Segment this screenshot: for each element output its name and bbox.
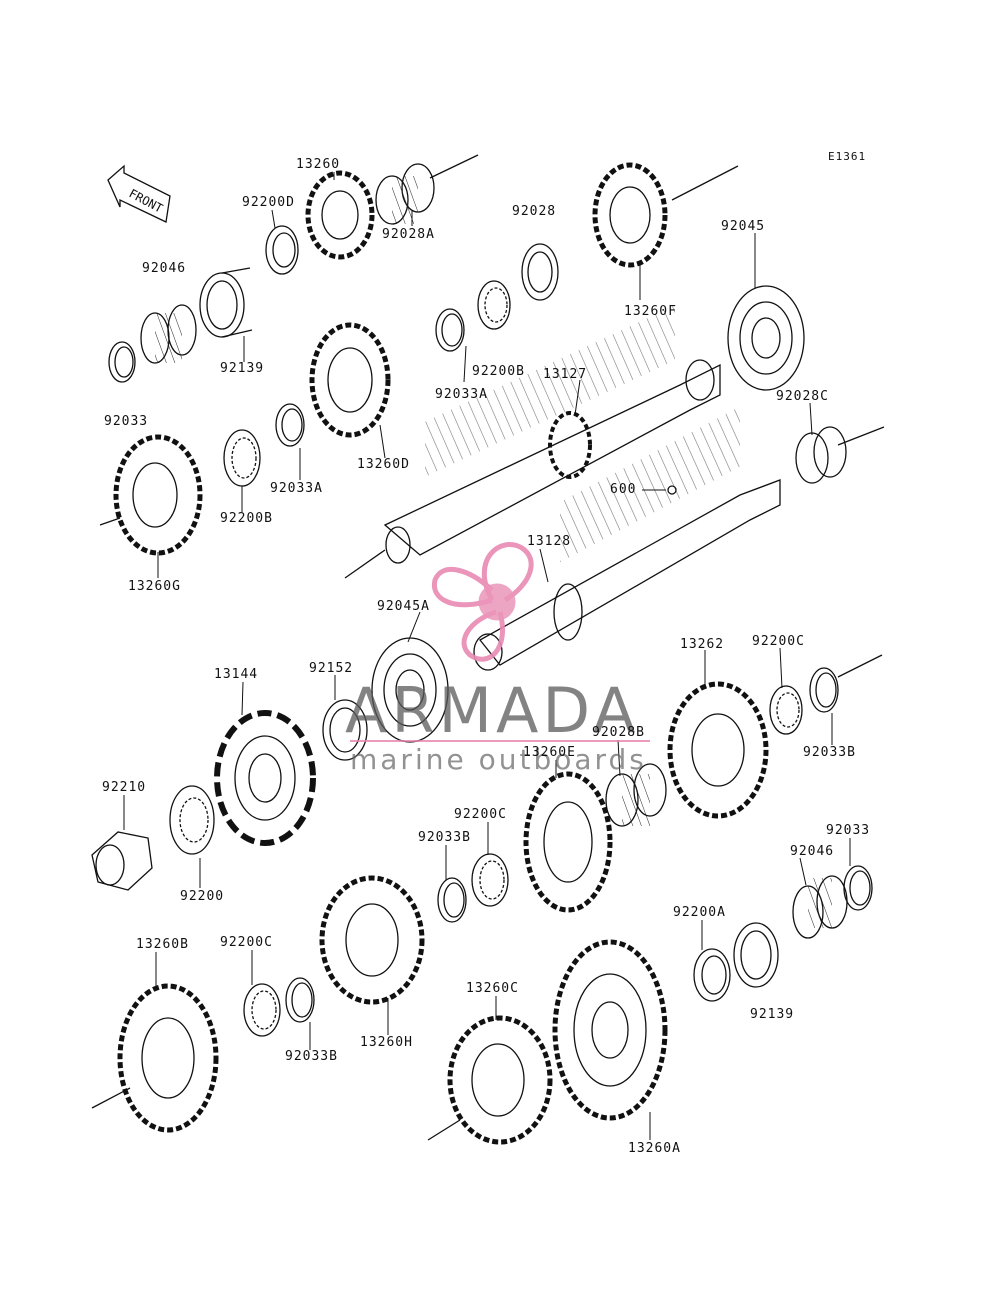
front-arrow-icon: FRONT — [107, 164, 171, 223]
shaft-13128 — [473, 406, 781, 671]
washer-92200A — [693, 948, 731, 1002]
part-label[interactable]: 92033A — [435, 387, 488, 402]
part-label[interactable]: 92033B — [803, 745, 856, 760]
washer-92200D — [265, 225, 299, 275]
part-label[interactable]: 13260F — [624, 304, 677, 319]
part-label[interactable]: 92046 — [142, 261, 187, 276]
part-label[interactable]: 92033 — [104, 414, 149, 429]
washer-92200C-c — [243, 983, 281, 1037]
part-label[interactable]: 92200A — [673, 905, 726, 920]
washer-92200B-b — [223, 429, 261, 487]
washer-92200 — [169, 785, 215, 855]
part-label[interactable]: 13260H — [360, 1035, 413, 1050]
needle-bearing-92028A — [375, 163, 435, 225]
part-label[interactable]: 13260G — [128, 579, 181, 594]
collar-92152 — [322, 699, 368, 761]
part-label[interactable]: 13260D — [357, 457, 410, 472]
part-label[interactable]: 13260 — [296, 157, 341, 172]
part-label[interactable]: 92210 — [102, 780, 147, 795]
circlip-left — [108, 341, 136, 383]
bushing-92028C — [795, 426, 847, 484]
shaft-13127 — [383, 305, 721, 564]
gear-13260G — [113, 434, 203, 556]
part-label[interactable]: 92046 — [790, 844, 835, 859]
circlip-92033B-b — [437, 877, 467, 923]
watermark-accent-bar — [350, 740, 650, 742]
part-label[interactable]: 92139 — [220, 361, 265, 376]
diagram-code: E1361 — [828, 150, 867, 163]
circlip-92033A-b — [435, 308, 465, 352]
gear-13260B — [117, 983, 219, 1133]
part-label[interactable]: 13260C — [466, 981, 519, 996]
bushing-92028 — [521, 243, 559, 301]
gear-13260 — [305, 170, 375, 260]
watermark-title: ARMADA — [345, 674, 640, 747]
part-label[interactable]: 92033A — [270, 481, 323, 496]
nut-92210 — [91, 831, 153, 891]
gear-13260A — [552, 939, 668, 1121]
gear-13260D — [309, 322, 391, 438]
part-label[interactable]: 92033B — [285, 1049, 338, 1064]
needle-bearing-92046 — [140, 304, 197, 364]
part-label[interactable]: 600 — [610, 482, 637, 497]
part-label[interactable]: 92139 — [750, 1007, 795, 1022]
washer-92200C-b — [471, 853, 509, 907]
circlip-92033B-c — [285, 977, 315, 1023]
part-label[interactable]: 92200C — [752, 634, 805, 649]
part-label[interactable]: 13260B — [136, 937, 189, 952]
needle-bearing-92046-b — [792, 875, 848, 939]
part-label[interactable]: 92028 — [512, 204, 557, 219]
part-label[interactable]: 92200C — [220, 935, 273, 950]
part-label[interactable]: 92028C — [776, 389, 829, 404]
part-label[interactable]: 92200B — [220, 511, 273, 526]
part-label[interactable]: 92033B — [418, 830, 471, 845]
part-label[interactable]: 92200C — [454, 807, 507, 822]
part-label[interactable]: 13144 — [214, 667, 259, 682]
part-label[interactable]: 92200 — [180, 889, 225, 904]
part-label[interactable]: 92033 — [826, 823, 871, 838]
circlip-92033 — [843, 865, 873, 911]
part-label[interactable]: 13260A — [628, 1141, 681, 1156]
bearing-92045 — [727, 285, 805, 391]
sleeve-92139-b — [733, 922, 779, 988]
part-label[interactable]: 92045A — [377, 599, 430, 614]
part-label[interactable]: 92045 — [721, 219, 766, 234]
part-label[interactable]: 92200D — [242, 195, 295, 210]
part-label[interactable]: 92200B — [472, 364, 525, 379]
gear-13260C — [447, 1015, 553, 1145]
part-label[interactable]: 92028A — [382, 227, 435, 242]
part-label[interactable]: 92152 — [309, 661, 354, 676]
circlip-92033A — [275, 403, 305, 447]
sprocket-13144 — [214, 710, 316, 846]
watermark-subtitle: marine outboards — [350, 743, 647, 776]
washer-92200C — [769, 685, 803, 735]
gear-13262 — [667, 681, 769, 819]
washer-92200B — [477, 280, 511, 330]
part-label[interactable]: 13260E — [523, 745, 576, 760]
part-label[interactable]: 92028B — [592, 725, 645, 740]
part-label[interactable]: 13262 — [680, 637, 725, 652]
armada-propeller-logo-icon — [431, 542, 534, 662]
sleeve-92139 — [199, 267, 253, 338]
gear-13260F — [592, 162, 668, 268]
needle-bearing-92028B — [605, 763, 667, 827]
gear-13260E — [523, 771, 613, 913]
gear-13260H — [319, 875, 425, 1005]
circlip-92033B — [809, 667, 839, 713]
part-label[interactable]: 13128 — [527, 534, 572, 549]
part-label[interactable]: 13127 — [543, 367, 588, 382]
